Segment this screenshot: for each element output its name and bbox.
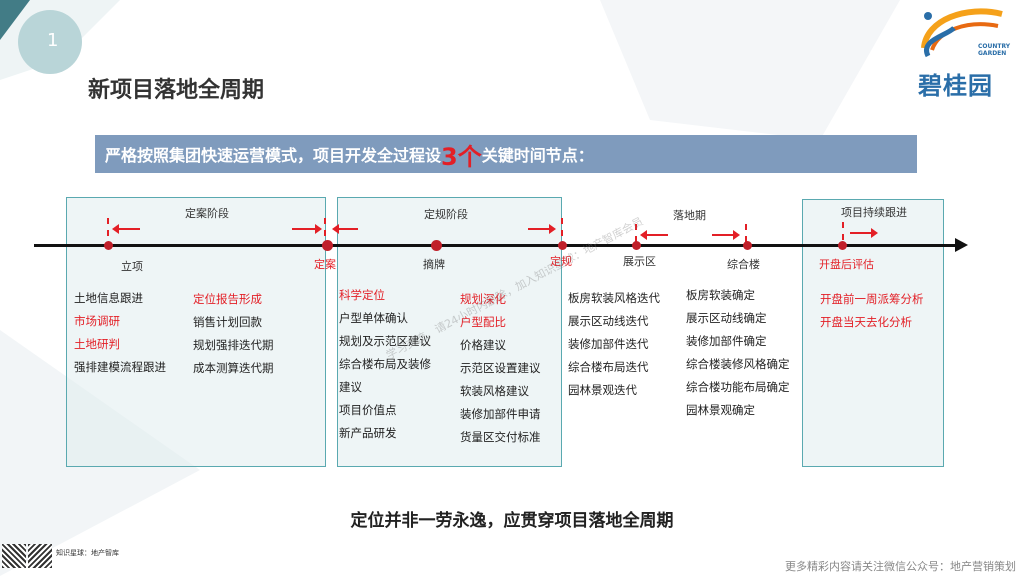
red-arrow-left [640,230,668,240]
task-list-c5: 板房软装风格迭代 展示区动线迭代 装修加部件迭代 综合楼布局迭代 园林景观迭代 [568,287,660,402]
timeline-arrowhead [955,238,968,252]
task-item: 板房软装确定 [686,288,755,302]
task-list-c2: 定位报告形成 销售计划回款 规划强排迭代期 成本测算迭代期 [193,288,274,380]
stage-label-dingan: 定案阶段 [185,207,229,220]
task-item: 建议 [339,380,362,394]
task-item: 开盘前一周派筹分析 [820,292,924,306]
summary-text: 定位并非一劳永逸，应贯穿项目落地全周期 [350,511,674,531]
slide-number-badge [18,10,82,74]
logo: COUNTRY GARDEN 碧桂园 [906,0,1016,104]
stage-label-followup: 项目持续跟进 [841,206,907,219]
milestone-label: 定案 [314,258,336,271]
task-item: 规划深化 [460,292,506,306]
task-item: 销售计划回款 [193,315,262,329]
task-item: 规划强排迭代期 [193,338,274,352]
milestone-dot [632,241,641,250]
banner-text: 严格按照集团快速运营模式，项目开发全过程设 [105,146,442,165]
task-item: 开盘当天去化分析 [820,315,912,329]
task-item: 户型配比 [460,315,506,329]
key-nodes-banner: 严格按照集团快速运营模式，项目开发全过程设 3个 关键时间节点： [95,135,917,173]
task-item: 规划及示范区建议 [339,334,431,348]
marker-dash [635,224,639,242]
logo-subtitle: COUNTRY GARDEN [978,43,1011,57]
task-item: 展示区动线确定 [686,311,767,325]
timeline-axis [34,244,960,247]
task-item: 定位报告形成 [193,292,262,306]
task-item: 装修加部件确定 [686,334,767,348]
task-item: 科学定位 [339,288,385,302]
milestone-dot [558,241,567,250]
qr-code-icon [2,544,26,568]
milestone-label: 定规 [550,255,572,268]
task-item: 土地研判 [74,337,120,351]
task-item: 展示区动线迭代 [568,314,649,328]
red-arrow-left [112,224,140,234]
milestone-label: 立项 [121,260,143,273]
milestone-label: 展示区 [623,255,656,268]
stage-label-luodi: 落地期 [673,209,706,222]
task-list-c7: 开盘前一周派筹分析 开盘当天去化分析 [820,288,924,334]
marker-dash [107,218,111,236]
task-item: 综合楼装修风格确定 [686,357,790,371]
milestone-label: 开盘后评估 [819,258,874,271]
footer-text: 更多精彩内容请关注微信公众号：地产营销策划 [785,560,1016,573]
marker-dash [324,218,328,236]
task-item: 户型单体确认 [339,311,408,325]
task-item: 新产品研发 [339,426,397,440]
milestone-dot [431,240,442,251]
task-item: 强排建模流程跟进 [74,360,166,374]
task-list-c1: 土地信息跟进 市场调研 土地研判 强排建模流程跟进 [74,287,166,379]
task-item: 板房软装风格迭代 [568,291,660,305]
marker-dash [561,218,565,236]
milestone-dot [322,240,333,251]
task-list-c3: 科学定位 户型单体确认 规划及示范区建议 综合楼布局及装修 建议 项目价值点 新… [339,284,431,445]
stage-box-followup [802,199,944,467]
qr-caption: 知识星球：地产智库 [56,549,119,557]
task-item: 综合楼功能布局确定 [686,380,790,394]
milestone-dot [104,241,113,250]
task-item: 示范区设置建议 [460,361,541,375]
red-arrow-right [850,228,878,238]
task-item: 价格建议 [460,338,506,352]
milestone-label: 摘牌 [423,258,445,271]
country-garden-logo-icon [921,8,1003,58]
red-arrow-right [712,230,740,240]
task-list-c6: 板房软装确定 展示区动线确定 装修加部件确定 综合楼装修风格确定 综合楼功能布局… [686,284,790,422]
slide-number: 1 [47,30,59,51]
milestone-dot [838,241,847,250]
task-item: 市场调研 [74,314,120,328]
milestone-dot [743,241,752,250]
red-arrow-right [292,224,322,234]
task-item: 成本测算迭代期 [193,361,274,375]
banner-highlight: 3个 [441,142,482,171]
task-item: 软装风格建议 [460,384,529,398]
task-item: 项目价值点 [339,403,397,417]
red-arrow-left [332,224,358,234]
qr-code-icon [28,544,52,568]
page-title: 新项目落地全周期 [88,78,265,103]
marker-dash [745,224,749,242]
task-item: 货量区交付标准 [460,430,541,444]
milestone-label: 综合楼 [727,258,760,271]
red-arrow-right [528,224,556,234]
task-item: 综合楼布局迭代 [568,360,649,374]
task-item: 土地信息跟进 [74,291,143,305]
task-item: 园林景观迭代 [568,383,637,397]
task-item: 装修加部件申请 [460,407,541,421]
logo-name: 碧桂园 [918,72,993,100]
task-item: 园林景观确定 [686,403,755,417]
stage-box-dinggui [337,197,562,467]
task-item: 装修加部件迭代 [568,337,649,351]
task-list-c4: 规划深化 户型配比 价格建议 示范区设置建议 软装风格建议 装修加部件申请 货量… [460,288,541,449]
banner-text-end: 关键时间节点： [481,146,594,165]
marker-dash [842,222,846,240]
stage-label-dinggui: 定规阶段 [424,208,468,221]
task-item: 综合楼布局及装修 [339,357,431,371]
